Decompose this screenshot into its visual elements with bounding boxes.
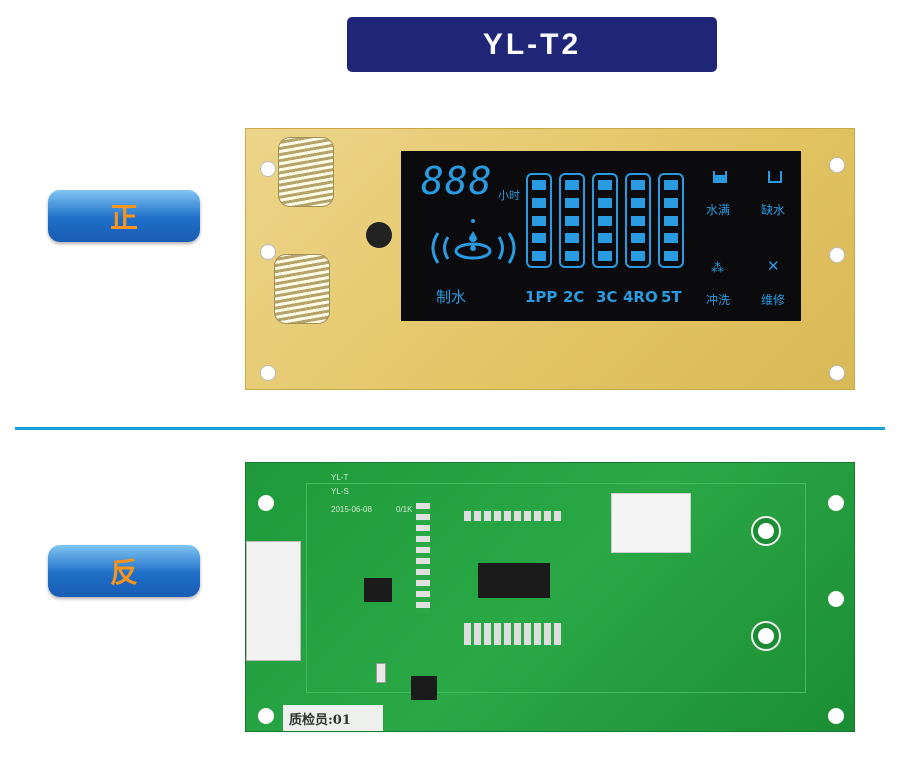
- repair-label: 维修: [761, 293, 786, 307]
- water-lack-label: 缺水: [761, 203, 786, 217]
- lcd-display: 888 小时 制水 1PP 2C 3C 4RO 5T 水满 缺水 ⁂ ✕ 冲洗 …: [401, 151, 801, 321]
- filter-label-2: 2C: [563, 288, 585, 306]
- filter-label-5: 5T: [661, 288, 682, 306]
- back-board-photo: YL-T YL-S 2015-06-08 0/1K 质检员:01: [245, 462, 855, 732]
- resistor-array: [416, 503, 430, 613]
- filter-level-4: [625, 173, 651, 268]
- electrode-pad: [751, 621, 781, 651]
- flush-label: 冲洗: [706, 293, 731, 307]
- mount-hole: [260, 161, 276, 177]
- silk-model-2: YL-S: [331, 487, 349, 496]
- divider: [15, 427, 885, 430]
- spring-contact: [274, 254, 330, 324]
- mount-hole: [829, 157, 845, 173]
- make-water-label: 制水: [436, 288, 467, 306]
- resistor: [376, 663, 386, 683]
- regulator: [411, 676, 437, 700]
- filter-label-4: 4RO: [623, 288, 658, 306]
- mount-hole: [828, 591, 844, 607]
- silk-date: 2015-06-08: [331, 505, 372, 514]
- mount-hole: [828, 495, 844, 511]
- silk-model-1: YL-T: [331, 473, 349, 482]
- mount-hole: [829, 247, 845, 263]
- resistor-row: [464, 511, 564, 521]
- sensor-module: [611, 493, 691, 553]
- water-lack-icon: [768, 171, 782, 183]
- repair-icon: ✕: [767, 257, 780, 275]
- pcb-trace: [306, 483, 806, 693]
- filter-level-2: [559, 173, 585, 268]
- water-full-label: 水满: [706, 203, 731, 217]
- ic-chip: [478, 563, 550, 598]
- filter-label-3: 3C: [596, 288, 618, 306]
- mount-hole: [260, 365, 276, 381]
- regulator: [364, 578, 392, 602]
- front-label: 正: [48, 190, 200, 242]
- mount-hole: [828, 708, 844, 724]
- silk-res-label: 0/1K: [396, 505, 413, 514]
- front-board-photo: 888 小时 制水 1PP 2C 3C 4RO 5T 水满 缺水 ⁂ ✕ 冲洗 …: [245, 128, 855, 390]
- filter-label-1: 1PP: [525, 288, 558, 306]
- hours-unit: 小时: [498, 189, 520, 202]
- digit-display: 888: [421, 159, 493, 203]
- water-full-icon: [713, 171, 727, 183]
- electrode-pad: [751, 516, 781, 546]
- model-title: YL-T2: [347, 17, 717, 72]
- back-label: 反: [48, 545, 200, 597]
- water-drop-wave-icon: [426, 213, 521, 278]
- mount-hole: [258, 708, 274, 724]
- mount-hole: [258, 495, 274, 511]
- filter-level-5: [658, 173, 684, 268]
- qc-sticker: 质检员:01: [283, 705, 383, 731]
- resistor-row: [464, 623, 564, 645]
- mount-hole: [260, 244, 276, 260]
- filter-level-1: [526, 173, 552, 268]
- flush-icon: ⁂: [711, 261, 724, 276]
- mount-hole: [829, 365, 845, 381]
- buzzer: [366, 222, 392, 248]
- connector: [246, 541, 301, 661]
- spring-contact: [278, 137, 334, 207]
- filter-level-3: [592, 173, 618, 268]
